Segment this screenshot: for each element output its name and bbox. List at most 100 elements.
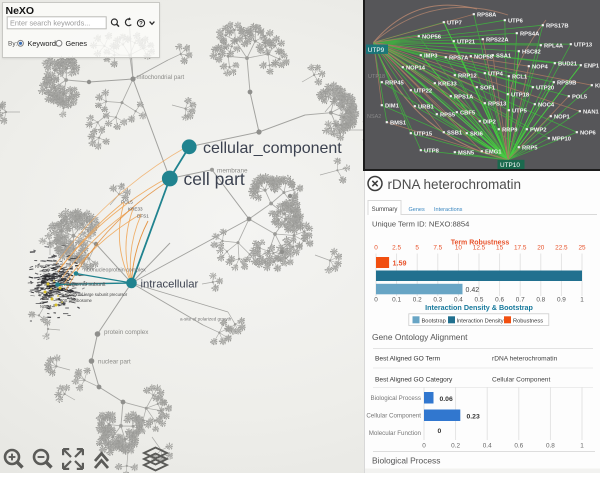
svg-text:Gene Ontology Alignment: Gene Ontology Alignment (372, 332, 468, 342)
svg-text:NOP4: NOP4 (532, 64, 549, 70)
svg-text:UTP8: UTP8 (424, 148, 440, 154)
svg-text:RRP9: RRP9 (502, 127, 518, 133)
svg-text:1.59: 1.59 (393, 259, 407, 268)
svg-text:ENP1: ENP1 (584, 63, 600, 69)
svg-text:ribosomal large subunit precur: ribosomal large subunit precursor (65, 292, 128, 297)
svg-text:UTP13: UTP13 (574, 42, 593, 48)
svg-text:NOP14: NOP14 (406, 65, 426, 71)
svg-text:RPS8A: RPS8A (477, 12, 497, 18)
svg-text:0.42: 0.42 (466, 287, 480, 294)
svg-text:Molecular Function: Molecular Function (369, 430, 422, 437)
svg-text:20: 20 (537, 245, 545, 252)
svg-text:1: 1 (580, 443, 584, 450)
svg-text:cellular_component: cellular_component (203, 140, 342, 157)
svg-text:mitochondrial part: mitochondrial part (137, 75, 185, 81)
svg-text:POL5: POL5 (121, 200, 133, 205)
svg-text:Unique Term ID: NEXO:8854: Unique Term ID: NEXO:8854 (372, 220, 469, 229)
svg-text:UTP18: UTP18 (511, 92, 530, 98)
svg-text:UTP22: UTP22 (414, 88, 432, 94)
svg-text:ribosomal subunit: ribosomal subunit (64, 282, 106, 288)
svg-text:0.6: 0.6 (514, 443, 523, 450)
svg-text:17.5: 17.5 (514, 245, 527, 252)
svg-text:Summary: Summary (372, 207, 398, 213)
svg-text:Term Robustness: Term Robustness (451, 240, 510, 247)
svg-text:KRE33: KRE33 (438, 81, 457, 87)
svg-text:RRP5: RRP5 (522, 145, 538, 151)
svg-text:RPS4A: RPS4A (520, 31, 540, 37)
svg-text:UTP4: UTP4 (488, 71, 504, 77)
svg-text:0.1: 0.1 (392, 297, 401, 304)
svg-text:Keywords: Keywords (28, 39, 60, 48)
svg-text:SKI6: SKI6 (470, 131, 484, 137)
svg-text:0.2: 0.2 (451, 443, 460, 450)
svg-text:12.5: 12.5 (473, 245, 486, 252)
svg-text:rDNA heterochromatin: rDNA heterochromatin (492, 356, 558, 363)
svg-text:rDNA heterochromatin: rDNA heterochromatin (388, 177, 522, 192)
svg-text:MPP10: MPP10 (552, 136, 571, 142)
svg-text:2.5: 2.5 (392, 245, 401, 252)
svg-text:IMP3: IMP3 (424, 53, 438, 59)
svg-text:Interaction Density: Interaction Density (457, 318, 504, 324)
svg-text:DIP2: DIP2 (483, 119, 496, 125)
svg-text:intracellular: intracellular (141, 278, 199, 290)
svg-text:RPS22A: RPS22A (486, 37, 509, 43)
svg-text:cell part: cell part (184, 169, 245, 189)
svg-text:HSC82: HSC82 (522, 49, 541, 55)
svg-text:ribonucleoprotein complex: ribonucleoprotein complex (84, 268, 146, 274)
svg-text:Interaction Density & Bootstra: Interaction Density & Bootstrap (425, 303, 533, 312)
svg-text:NOP56: NOP56 (422, 34, 442, 40)
svg-text:RPS17B: RPS17B (546, 23, 569, 29)
svg-text:0.23: 0.23 (467, 413, 480, 420)
svg-text:0.3: 0.3 (433, 297, 442, 304)
svg-text:UTP5: UTP5 (512, 108, 528, 114)
svg-text:RCL1: RCL1 (512, 74, 528, 80)
svg-text:membrane: membrane (217, 167, 248, 174)
svg-text:RPS1A: RPS1A (454, 94, 474, 100)
svg-text:NAN1: NAN1 (583, 109, 600, 115)
svg-text:10: 10 (455, 245, 463, 252)
svg-text:UTP7: UTP7 (447, 20, 462, 26)
svg-text:0: 0 (374, 245, 378, 252)
svg-text:BMS1: BMS1 (390, 120, 407, 126)
svg-text:5: 5 (415, 245, 419, 252)
svg-text:0: 0 (422, 443, 426, 450)
svg-text:Biological Process: Biological Process (372, 456, 440, 466)
svg-text:SOF1: SOF1 (480, 85, 496, 91)
svg-text:NOC4: NOC4 (538, 102, 555, 108)
svg-text:NSA2: NSA2 (367, 114, 381, 120)
svg-text:0.2: 0.2 (413, 297, 422, 304)
svg-text:0.8: 0.8 (546, 443, 555, 450)
svg-text:MSN5: MSN5 (458, 150, 475, 156)
svg-text:UTP20: UTP20 (536, 85, 554, 91)
svg-text:POL5: POL5 (572, 94, 588, 100)
svg-text:Biological Process: Biological Process (370, 395, 421, 402)
svg-text:NOP6: NOP6 (580, 130, 597, 136)
svg-text:PWP2: PWP2 (530, 127, 546, 133)
svg-text:0.6: 0.6 (495, 297, 504, 304)
svg-text:CBF5: CBF5 (460, 110, 476, 116)
svg-text:a-site of polarized growth: a-site of polarized growth (180, 317, 232, 322)
svg-text:BUD21: BUD21 (558, 61, 578, 67)
svg-text:UTP21: UTP21 (457, 39, 476, 45)
svg-text:Genes: Genes (66, 39, 88, 48)
svg-text:NOP1: NOP1 (554, 114, 571, 120)
svg-text:RRP45: RRP45 (385, 80, 404, 86)
svg-text:7.5: 7.5 (433, 245, 442, 252)
svg-text:RPS9B: RPS9B (557, 80, 576, 86)
svg-text:EMG1: EMG1 (485, 149, 502, 155)
svg-text:KRE: KRE (595, 83, 600, 89)
svg-text:Enter search keywords...: Enter search keywords... (10, 19, 90, 28)
svg-text:UTP10: UTP10 (500, 162, 520, 169)
svg-text:0.4: 0.4 (454, 297, 463, 304)
svg-text:25: 25 (578, 245, 586, 252)
svg-text:UTP18: UTP18 (368, 74, 385, 80)
svg-text:0.4: 0.4 (483, 443, 492, 450)
svg-text:0.8: 0.8 (536, 297, 545, 304)
svg-text:DIM1: DIM1 (385, 103, 400, 109)
svg-text:RPS1A: RPS1A (35, 264, 49, 269)
svg-text:NOP4: NOP4 (40, 304, 52, 309)
svg-text:0: 0 (374, 297, 378, 304)
svg-text:UTP15: UTP15 (414, 131, 433, 137)
svg-text:nuclear part: nuclear part (98, 359, 131, 366)
svg-text:15: 15 (496, 245, 504, 252)
